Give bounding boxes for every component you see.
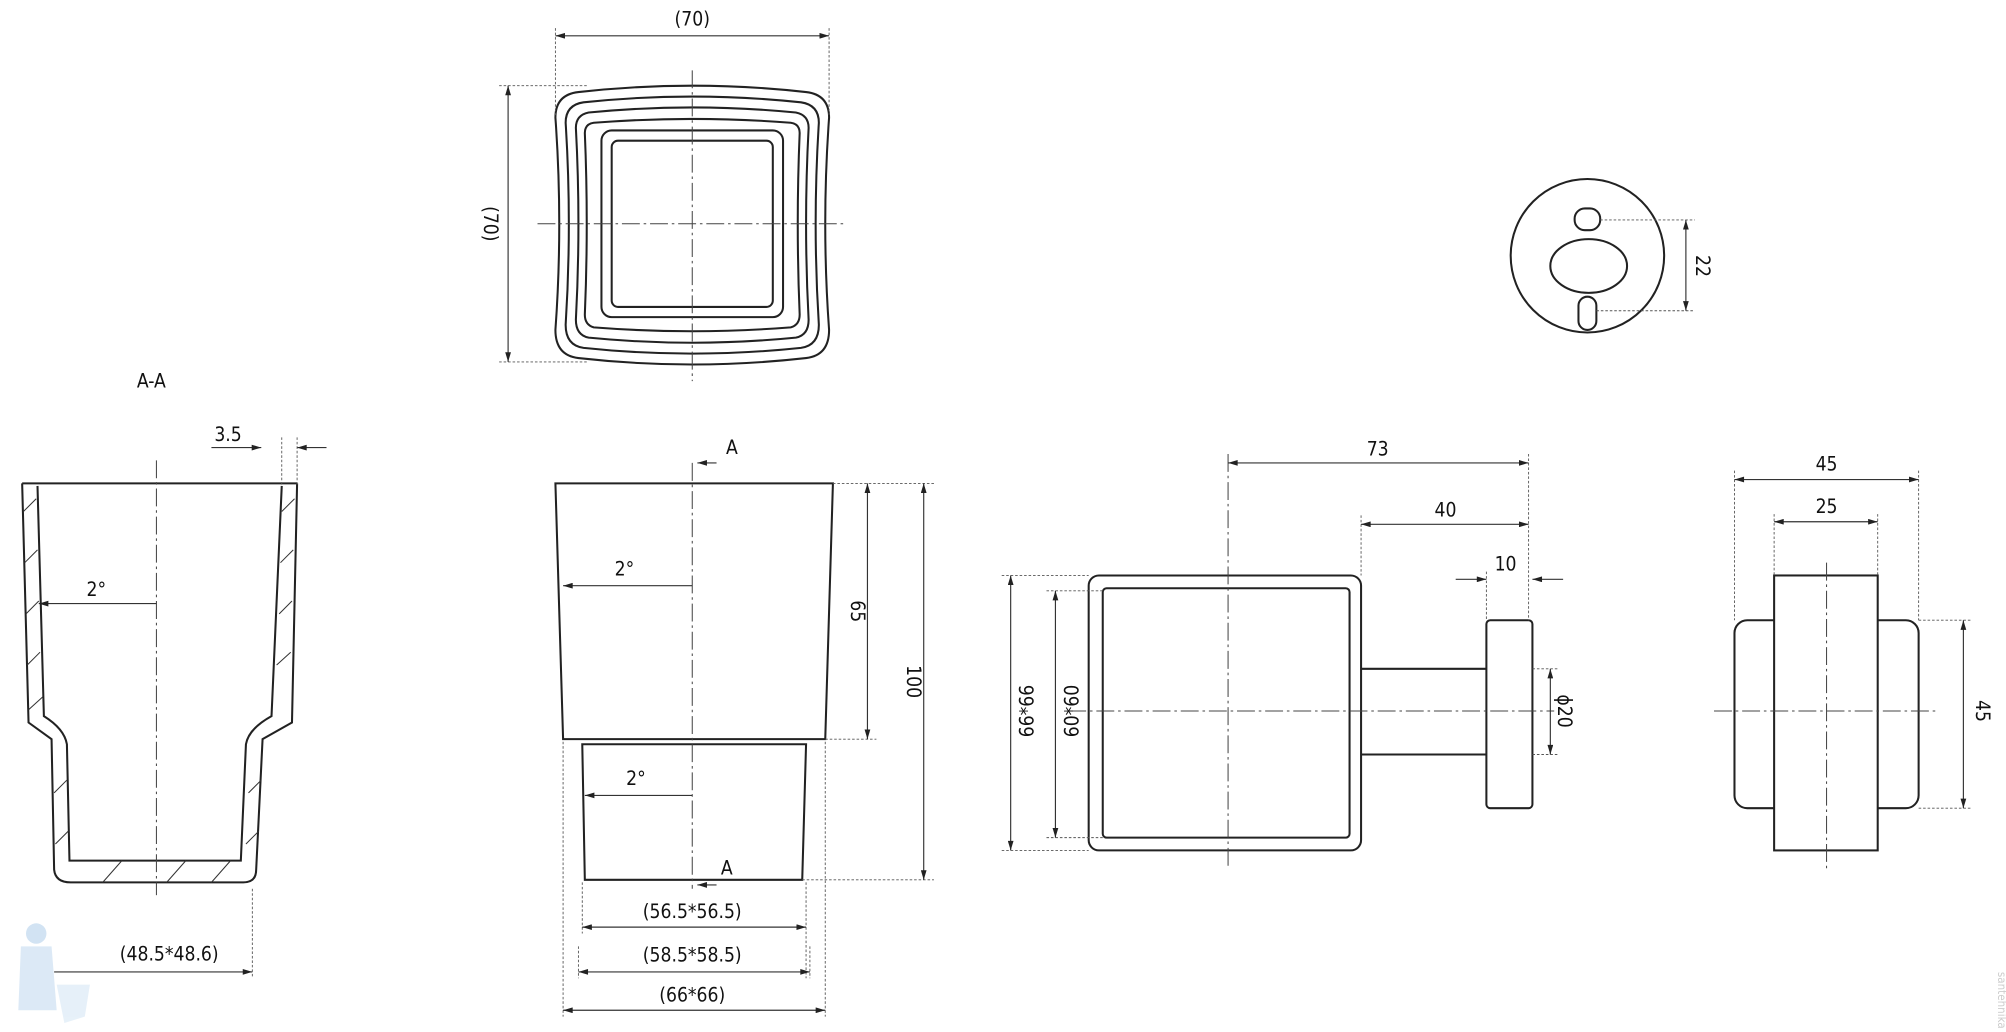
total-height-label: 100 (902, 665, 925, 698)
bottom-outer-label: (58.5*58.5) (643, 944, 742, 967)
top-size-label: (66*66) (659, 983, 725, 1006)
section-bottom-label: (48.5*48.6) (120, 942, 219, 965)
upper-height-label: 65 (846, 600, 869, 622)
end-inner-width-label: 25 (1816, 495, 1838, 518)
end-view: 45 25 45 (1714, 453, 1994, 870)
plumber-logo-watermark (18, 923, 90, 1024)
wall-thickness-label: 3.5 (214, 423, 241, 446)
section-marker-top: A (726, 436, 738, 459)
side-view: 73 40 10 66*66 60*60 ϕ20 (1001, 437, 1576, 870)
section-angle-label: 2° (87, 578, 107, 601)
lower-angle-label: 2° (626, 767, 646, 790)
section-title: A-A (137, 369, 166, 392)
wall-plate-view: 22 (1509, 178, 1714, 334)
end-width-label: 45 (1816, 453, 1838, 476)
rod-diameter-label: ϕ20 (1553, 694, 1576, 727)
front-view: A A 2° 2° 65 100 (56.5*56.5) (58.5*58.5)… (554, 436, 934, 1017)
upper-angle-label: 2° (615, 557, 635, 580)
top-view: (70) (70) (479, 8, 847, 382)
plate-thickness-label: 10 (1495, 552, 1517, 575)
inner-size-label: 60*60 (1060, 685, 1083, 738)
top-height-label: (70) (479, 206, 502, 241)
watermark-text: santehnika (1995, 972, 2006, 1029)
depth-label: 73 (1367, 437, 1389, 460)
hole-spacing-label: 22 (1691, 255, 1714, 277)
top-width-label: (70) (675, 8, 710, 31)
arm-length-label: 40 (1434, 499, 1456, 522)
section-view: A-A 3.5 2° (48.5*48.6) (21, 369, 327, 979)
outer-size-label: 66*66 (1016, 685, 1039, 738)
section-marker-bottom: A (721, 857, 733, 880)
bottom-inner-label: (56.5*56.5) (643, 900, 742, 923)
end-height-label: 45 (1971, 700, 1994, 722)
